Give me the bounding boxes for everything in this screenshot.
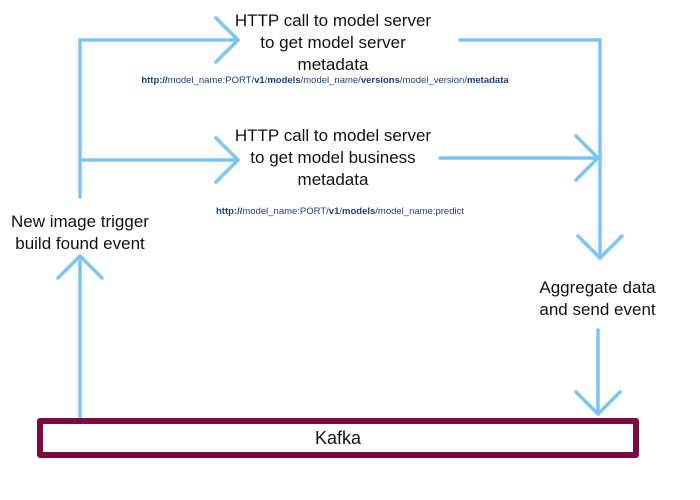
url-segment: :PORT/ xyxy=(222,75,255,86)
node-line: Aggregate data xyxy=(539,278,656,297)
node-new-image-trigger: New image trigger build found event xyxy=(0,211,160,255)
url-segment: /model_name:predict xyxy=(375,206,464,217)
url-segment: /model_version/ xyxy=(399,75,467,86)
url-metadata-endpoint: http://model_name:PORT/v1/models/model_n… xyxy=(100,75,550,87)
arrowhead-down xyxy=(574,390,622,416)
url-segment: :PORT/ xyxy=(297,206,329,217)
url-segment: versions xyxy=(360,75,400,86)
url-predict-endpoint: http://model_name:PORT/v1/models/model_n… xyxy=(190,206,490,218)
kafka-label: Kafka xyxy=(314,427,362,448)
url-segment: /model_name/ xyxy=(300,75,361,86)
arrowhead-right xyxy=(214,136,240,184)
node-line: HTTP call to model server xyxy=(234,126,432,145)
url-segment: v1 xyxy=(254,75,265,86)
arrowhead-right xyxy=(574,134,600,182)
node-line: to get model server xyxy=(260,33,406,52)
url-segment: metadata xyxy=(466,75,509,86)
url-segment: model_name xyxy=(167,75,223,86)
url-segment: http:// xyxy=(141,75,168,86)
node-line: and send event xyxy=(539,300,656,319)
arrowhead-up xyxy=(56,254,104,280)
node-line: metadata xyxy=(297,55,369,74)
node-line: build found event xyxy=(15,234,145,253)
node-aggregate-data: Aggregate data and send event xyxy=(530,277,665,321)
url-segment: models xyxy=(267,75,301,86)
url-segment: v1 xyxy=(328,206,340,217)
node-line: metadata xyxy=(297,170,369,189)
url-segment: model_name xyxy=(242,206,298,217)
kafka-box: Kafka xyxy=(37,418,639,458)
url-segment: http:// xyxy=(215,206,243,217)
node-line: New image trigger xyxy=(11,212,149,231)
arrowhead-down xyxy=(576,234,624,260)
node-http-server-metadata: HTTP call to model server to get model s… xyxy=(213,10,453,76)
node-line: to get model business xyxy=(250,148,416,167)
connector-arrows xyxy=(56,16,624,420)
node-http-business-metadata: HTTP call to model server to get model b… xyxy=(213,125,453,191)
url-segment: / xyxy=(264,75,268,86)
node-line: HTTP call to model server xyxy=(234,11,432,30)
url-segment: / xyxy=(339,206,343,217)
url-segment: models xyxy=(342,206,376,217)
arrowhead-right xyxy=(214,16,240,64)
